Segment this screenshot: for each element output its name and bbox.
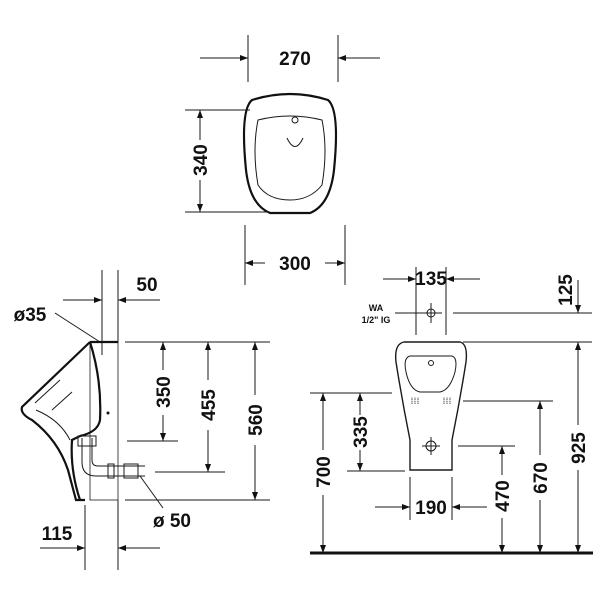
dim-455: 455 xyxy=(199,389,220,421)
dim-190: 190 xyxy=(415,498,447,519)
dim-350: 350 xyxy=(154,376,175,408)
inlet-hole xyxy=(291,116,299,124)
dim-335: 335 xyxy=(351,416,372,448)
svg-text:⁞⁞⁞: ⁞⁞⁞ xyxy=(443,396,452,406)
svg-text:⁞⁞⁞: ⁞⁞⁞ xyxy=(411,396,420,406)
dim-470: 470 xyxy=(493,480,514,512)
dim-340: 340 xyxy=(191,144,212,176)
side-view: 50 ø35 350 455 560 ø 50 115 xyxy=(14,270,270,570)
top-view: 270 340 300 xyxy=(185,35,380,285)
inlet-label-wa: WA xyxy=(369,303,384,313)
dim-125: 125 xyxy=(556,274,577,306)
urinal-side-bowl xyxy=(20,341,91,502)
dim-300: 300 xyxy=(279,254,311,275)
dim-670: 670 xyxy=(531,462,552,494)
dim-700: 700 xyxy=(314,456,335,488)
inlet-label-thread: 1/2" IG xyxy=(362,315,391,325)
urinal-top-inner xyxy=(254,115,326,201)
trap-pipe xyxy=(81,438,145,477)
dim-50: 50 xyxy=(136,275,157,296)
dim-560: 560 xyxy=(246,404,267,436)
dim-115: 115 xyxy=(42,524,73,545)
dim-50-diameter: ø 50 xyxy=(153,511,191,532)
urinal-front-outline xyxy=(394,341,468,471)
dim-270: 270 xyxy=(279,49,311,70)
front-view: 135 WA 1/2" IG 125 ⁞⁞⁞ ⁞⁞⁞ 700 335 190 4… xyxy=(310,267,593,555)
dim-35-diameter: ø35 xyxy=(14,305,47,326)
dim-925: 925 xyxy=(569,432,590,464)
spreader xyxy=(286,137,304,147)
dim-135: 135 xyxy=(415,269,447,290)
urinal-top-outline xyxy=(242,92,338,215)
